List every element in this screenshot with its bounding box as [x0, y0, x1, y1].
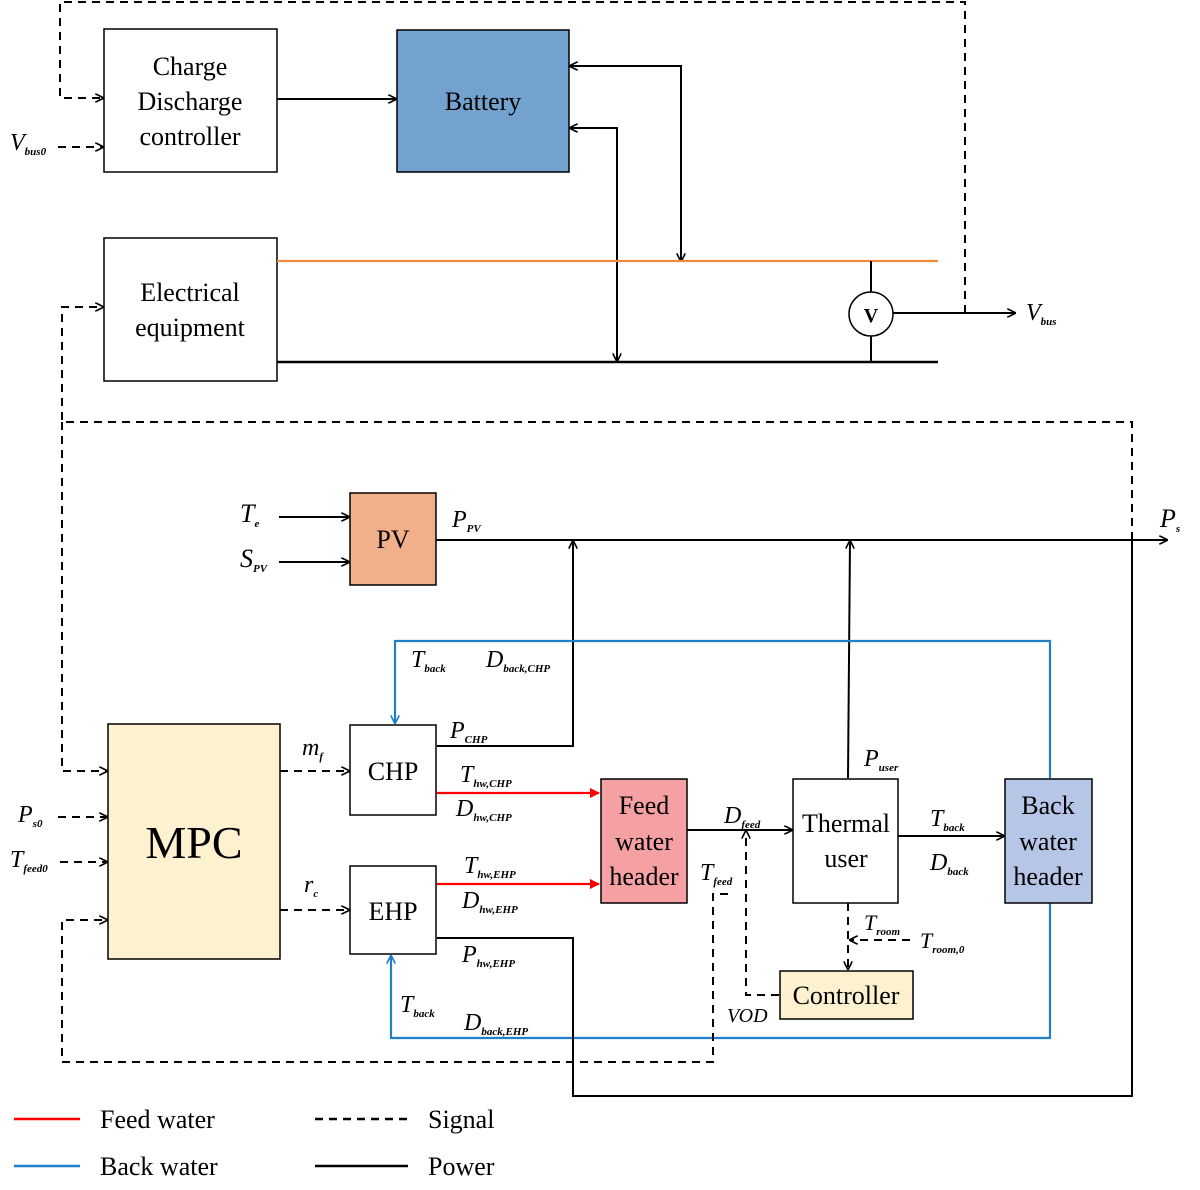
chp-power-output: [437, 541, 573, 747]
ps-feedback-signal: [61, 307, 1133, 540]
vod-label: VOD: [727, 1005, 768, 1027]
back-label-3: header: [1013, 862, 1083, 891]
ehp-block: EHP: [349, 865, 437, 955]
chp-label: CHP: [368, 757, 419, 786]
legend: Feed water Back water Signal Power: [14, 1105, 495, 1181]
dhw-ehp-label: Dhw,EHP: [461, 888, 518, 916]
troom0-label: Troom,0: [920, 928, 965, 956]
pchp-label: PCHP: [449, 718, 488, 746]
thermal-label-2: user: [824, 844, 868, 873]
charge-label-2: Discharge: [138, 87, 243, 116]
back-label-2: water: [1019, 827, 1077, 856]
thermal-label-1: Thermal: [802, 809, 890, 838]
te-label: Te: [240, 499, 259, 530]
tfeed-feedback-signal: [61, 893, 728, 1063]
back-water-header: Back water header: [1004, 778, 1093, 904]
phw-ehp-label: Phw,EHP: [461, 942, 515, 970]
dfeed-label: Dfeed: [723, 803, 761, 831]
elec-label-2: equipment: [135, 313, 246, 342]
battery-to-negative-bus: [570, 128, 617, 361]
thermal-user: Thermal user: [792, 778, 899, 904]
voltmeter: V: [848, 291, 894, 337]
thw-chp-label: Thw,CHP: [460, 762, 512, 790]
ps-label: Ps: [1159, 504, 1180, 535]
vbus0-label: Vbus0: [10, 130, 47, 158]
troom-label: Troom: [864, 910, 901, 938]
feed-water-header: Feed water header: [600, 778, 688, 904]
ps0-label: Ps0: [17, 802, 43, 830]
ppv-label: PPV: [451, 507, 482, 535]
legend-signal-label: Signal: [428, 1105, 494, 1134]
legend-power-label: Power: [428, 1152, 495, 1181]
mpc-label: MPC: [145, 817, 242, 868]
dback-ehp-label: Dback,EHP: [463, 1010, 528, 1038]
legend-back-water-label: Back water: [100, 1152, 218, 1181]
thermal-user-power: [848, 541, 850, 779]
battery-block: Battery: [396, 29, 570, 173]
dback-chp-label: Dback,CHP: [485, 647, 550, 675]
battery-to-positive-bus: [570, 66, 681, 261]
feed-label-1: Feed: [619, 791, 670, 820]
chp-block: CHP: [349, 724, 437, 816]
rc-label: rc: [304, 872, 318, 900]
thw-ehp-label: Thw,EHP: [464, 853, 516, 881]
back-water-to-chp: [395, 639, 1052, 778]
controller-block: Controller: [779, 970, 914, 1020]
tfeed0-label: Tfeed0: [10, 847, 48, 875]
pv-block: PV: [349, 492, 437, 586]
tfeed-label: Tfeed: [700, 860, 733, 888]
dback-label: Dback: [929, 850, 969, 878]
battery-label: Battery: [445, 87, 522, 116]
charge-discharge-controller: Charge Discharge controller: [103, 28, 278, 173]
mpc-block: MPC: [107, 723, 281, 960]
puser-label: Puser: [863, 746, 899, 774]
mpc-signal-to-top: [61, 422, 107, 771]
ehp-power-loop: [437, 540, 1133, 1097]
controller-label: Controller: [793, 981, 900, 1010]
elec-label-1: Electrical: [140, 278, 240, 307]
back-water-to-ehp: [391, 903, 1052, 1040]
mf-label: mf: [302, 735, 324, 763]
legend-feed-water-label: Feed water: [100, 1105, 215, 1134]
pv-label: PV: [376, 525, 409, 554]
tback-right-label: Tback: [930, 806, 965, 834]
dhw-chp-label: Dhw,CHP: [455, 796, 512, 824]
charge-label-3: controller: [139, 122, 240, 151]
feed-label-3: header: [609, 862, 679, 891]
electrical-equipment: Electrical equipment: [103, 237, 278, 382]
feed-label-2: water: [615, 827, 673, 856]
ehp-label: EHP: [368, 897, 417, 926]
spv-label: SPV: [240, 544, 269, 575]
tback-top-label: Tback: [411, 647, 446, 675]
tback-bottom-label: Tback: [400, 992, 435, 1020]
vod-signal: [746, 831, 779, 996]
charge-label-1: Charge: [153, 52, 228, 81]
voltmeter-label: V: [864, 305, 879, 327]
back-label-1: Back: [1021, 791, 1074, 820]
vbus-label: Vbus: [1026, 300, 1057, 328]
